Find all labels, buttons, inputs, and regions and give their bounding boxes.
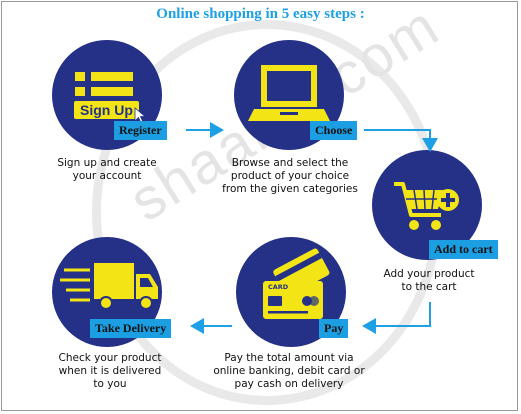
step-choose-desc: Browse and select the product of your ch…	[222, 157, 358, 195]
diagram-title: Online shopping in 5 easy steps :	[156, 6, 365, 22]
step-cart-desc: Add your product to the cart	[383, 268, 475, 293]
step-delivery-label: Take Delivery	[90, 319, 172, 338]
step-cart-label: Add to cart	[429, 240, 498, 259]
step-pay-desc: Pay the total amount via online banking,…	[213, 352, 365, 390]
form-line-icon	[75, 72, 85, 81]
step-pay-label: Pay	[319, 319, 349, 338]
signup-icon: Sign Up	[74, 101, 139, 119]
arrow-choose-to-cart	[364, 129, 438, 152]
arrow-cart-to-pay	[362, 302, 431, 334]
step-register-desc: Sign up and create your account	[57, 157, 157, 182]
card-text: CARD	[268, 283, 289, 291]
step-delivery-desc: Check your product when it is delivered …	[58, 352, 162, 390]
step-register-label: Register	[114, 121, 167, 140]
step-choose-label: Choose	[310, 121, 358, 140]
